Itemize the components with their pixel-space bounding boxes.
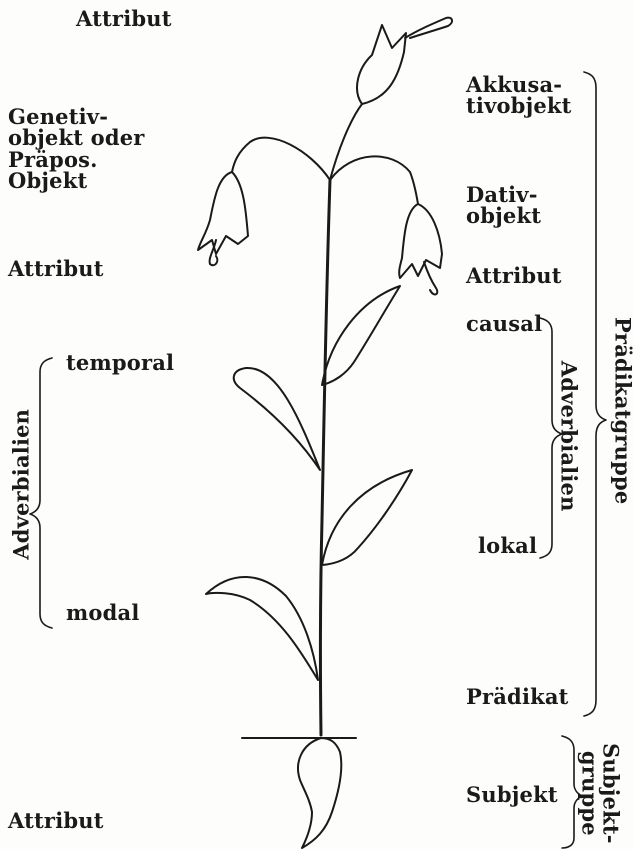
label-causal: causal — [466, 313, 542, 334]
label-subjekt: Subjekt — [466, 784, 558, 805]
label-adverbialien-left: Adverbialien — [10, 410, 31, 560]
top-flower — [357, 25, 406, 104]
root-bulb — [298, 738, 341, 848]
right-flower — [399, 204, 442, 278]
label-temporal: temporal — [66, 352, 174, 373]
brace-praedikatgruppe — [584, 72, 606, 716]
label-subjektgruppe: Subjekt- gruppe — [579, 735, 622, 849]
plant-stem — [320, 180, 330, 735]
label-praedikat: Prädikat — [466, 686, 569, 707]
leaf-modal — [206, 577, 318, 680]
label-attribut-left: Attribut — [8, 258, 104, 279]
label-attribut-bottom: Attribut — [8, 810, 104, 831]
right-flower-stalk — [330, 156, 418, 204]
label-praedikatgruppe: Prädikatgruppe — [612, 306, 633, 516]
top-flower-stalk — [330, 104, 362, 180]
label-attribut-right: Attribut — [466, 265, 562, 286]
top-flower-pistil — [405, 18, 452, 38]
label-lokal: lokal — [478, 535, 537, 556]
label-attribut-top: Attribut — [76, 8, 172, 29]
brace-left-adverbialien — [30, 358, 52, 628]
label-modal: modal — [66, 602, 140, 623]
label-akkusativobjekt: Akkusa- tivobjekt — [466, 74, 572, 117]
leaf-causal — [322, 286, 400, 385]
right-flower-pistil — [424, 262, 437, 294]
label-dativobjekt: Dativ- objekt — [466, 184, 541, 227]
left-flower — [198, 172, 248, 254]
left-flower-stalk — [232, 138, 330, 180]
label-genitive-object: Genetiv- objekt oder Präpos. Objekt — [8, 106, 145, 192]
label-adverbialien-right: Adverbialien — [558, 361, 579, 511]
leaf-lokal — [322, 470, 412, 565]
leaf-temporal — [234, 368, 320, 470]
